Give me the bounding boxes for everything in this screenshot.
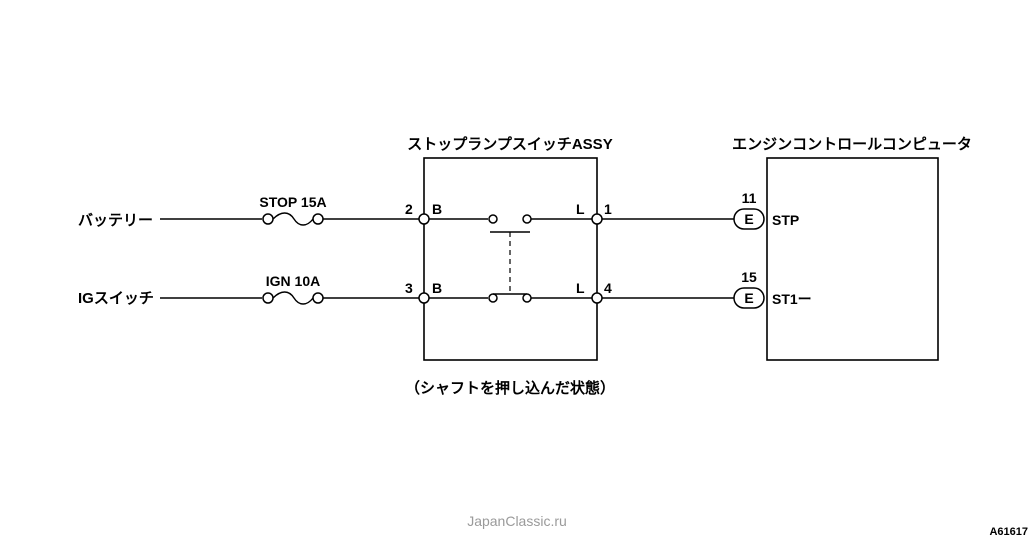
side-b-bottom: B <box>432 280 442 296</box>
fuse-stop <box>262 212 324 226</box>
ecu-connector-bottom: E <box>733 287 765 309</box>
side-l-top: L <box>576 201 585 217</box>
ecu-sig-stp: STP <box>772 212 799 228</box>
ecu-box <box>766 157 939 361</box>
side-l-bottom: L <box>576 280 585 296</box>
switch-contact-bottom <box>429 293 592 303</box>
pin-2-label: 2 <box>405 201 413 217</box>
terminal-1 <box>591 213 603 225</box>
pin-4-label: 4 <box>604 280 612 296</box>
ecu-pin-15: 15 <box>741 269 757 285</box>
terminal-3 <box>418 292 430 304</box>
ecu-pin-11: 11 <box>742 190 757 206</box>
ecu-connector-top: E <box>733 208 765 230</box>
ig-switch-label: IGスイッチ <box>78 290 154 307</box>
fuse-ign-label: IGN 10A <box>266 273 320 289</box>
connector-e-top: E <box>744 211 753 227</box>
switch-contact-top <box>429 214 592 233</box>
figure-id: A61617 <box>989 526 1028 538</box>
pin-3-label: 3 <box>405 280 413 296</box>
terminal-4 <box>591 292 603 304</box>
battery-label: バッテリー <box>78 212 153 229</box>
connector-e-bottom: E <box>744 290 753 306</box>
switch-assy-box <box>423 157 598 361</box>
pin-1-label: 1 <box>604 201 612 217</box>
ecu-sig-st1: ST1ー <box>772 291 812 307</box>
switch-assy-title: ストップランプスイッチASSY <box>407 136 612 153</box>
side-b-top: B <box>432 201 442 217</box>
ecu-title: エンジンコントロールコンピュータ <box>732 136 972 153</box>
fuse-ign <box>262 291 324 305</box>
fuse-stop-label: STOP 15A <box>259 194 326 210</box>
state-caption: （シャフトを押し込んだ状態） <box>405 379 615 397</box>
watermark: JapanClassic.ru <box>467 513 567 529</box>
terminal-2 <box>418 213 430 225</box>
